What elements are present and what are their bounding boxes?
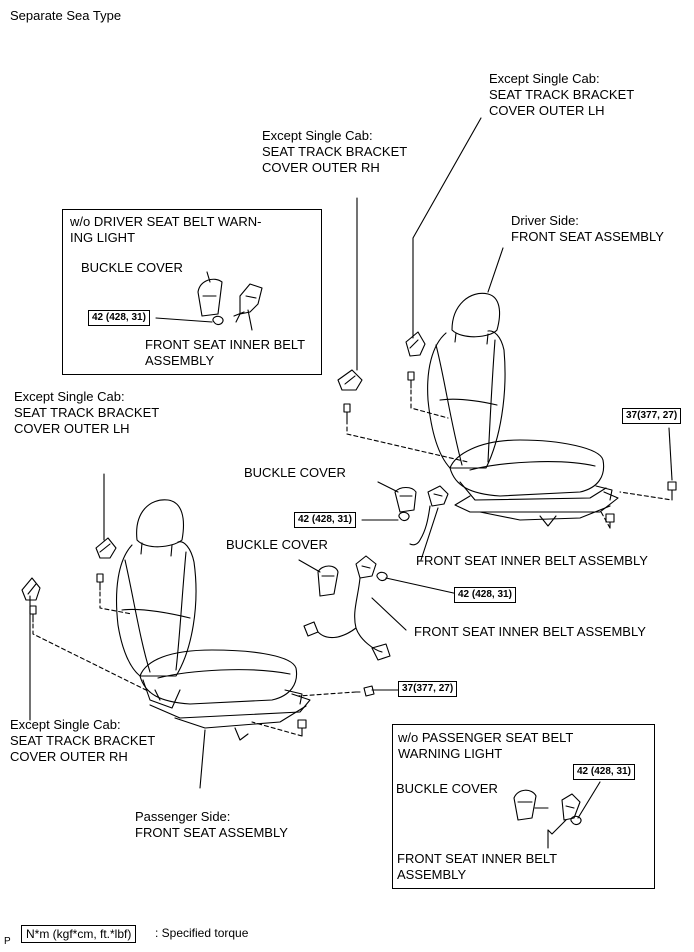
driver-rear-torque-box: 37(377, 27) bbox=[622, 408, 682, 424]
driver-inset-title: w/o DRIVER SEAT BELT WARN- ING LIGHT bbox=[70, 214, 262, 245]
driver-inset-box bbox=[62, 209, 322, 375]
passenger-side-label: Passenger Side: FRONT SEAT ASSEMBLY bbox=[135, 809, 288, 840]
driver-inset-torque-box: 42 (428, 31) bbox=[88, 310, 150, 326]
corner-mark: P bbox=[4, 936, 11, 947]
lh-bracket-top-label: Except Single Cab: SEAT TRACK BRACKET CO… bbox=[489, 71, 635, 118]
buckle-mid-torque-box: 42 (428, 31) bbox=[294, 512, 356, 528]
passenger-inset-title: w/o PASSENGER SEAT BELT WARNING LIGHT bbox=[398, 730, 574, 761]
passenger-inset-buckle-cover: BUCKLE COVER bbox=[396, 781, 498, 796]
buckle-lower-torque-box: 42 (428, 31) bbox=[454, 587, 516, 603]
driver-inset-inner-belt: FRONT SEAT INNER BELT ASSEMBLY bbox=[145, 337, 306, 368]
driver-inset-buckle-cover: BUCKLE COVER bbox=[81, 260, 183, 275]
buckle-cover-left-label: BUCKLE COVER bbox=[226, 537, 328, 552]
driver-side-label: Driver Side: FRONT SEAT ASSEMBLY bbox=[511, 213, 664, 244]
inner-belt-mid-label: FRONT SEAT INNER BELT ASSEMBLY bbox=[416, 553, 648, 568]
rh-bracket-bottom-label: Except Single Cab: SEAT TRACK BRACKET CO… bbox=[10, 717, 156, 764]
inner-belt-lower-label: FRONT SEAT INNER BELT ASSEMBLY bbox=[414, 624, 646, 639]
page-title: Separate Sea Type bbox=[10, 8, 122, 23]
driver-seat-drawing bbox=[427, 292, 619, 527]
passenger-inset-torque-box: 42 (428, 31) bbox=[573, 764, 635, 780]
passenger-rear-torque-box: 37(377, 27) bbox=[398, 681, 458, 697]
buckle-cover-mid-label: BUCKLE COVER bbox=[244, 465, 346, 480]
passenger-inset-box bbox=[392, 724, 655, 889]
lh-bracket-left-label: Except Single Cab: SEAT TRACK BRACKET CO… bbox=[14, 389, 160, 436]
passenger-inset-inner-belt: FRONT SEAT INNER BELT ASSEMBLY bbox=[397, 851, 558, 882]
passenger-seat-drawing bbox=[116, 499, 311, 741]
torque-legend-text: : Specified torque bbox=[155, 926, 249, 940]
rh-bracket-top-label: Except Single Cab: SEAT TRACK BRACKET CO… bbox=[262, 128, 408, 175]
torque-legend-unit: N*m (kgf*cm, ft.*lbf) bbox=[21, 925, 137, 943]
